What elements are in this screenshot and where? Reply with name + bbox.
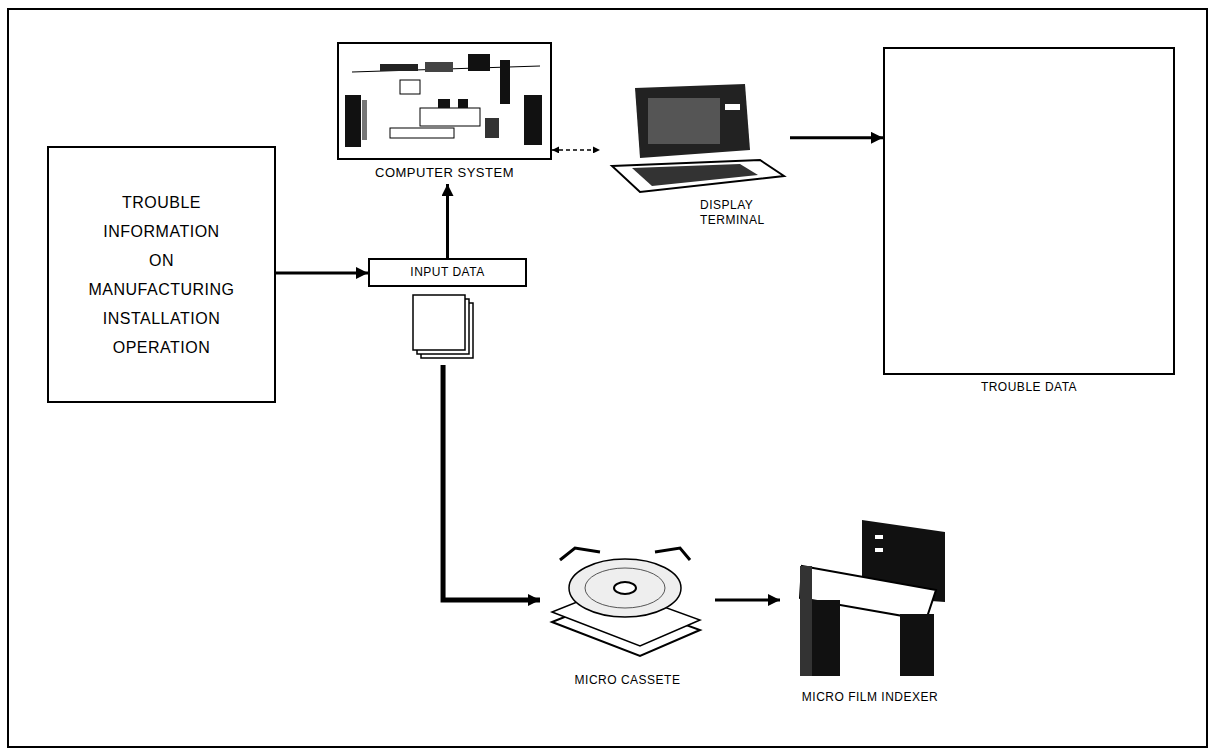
keyboard-keys: [632, 164, 758, 186]
cabinet-panel: [524, 95, 542, 145]
indexer-light: [875, 535, 883, 539]
node-label: MICRO CASSETE: [575, 673, 681, 688]
text-holder: DISPLAY TERMINAL: [700, 196, 790, 230]
keyboard-base: [612, 160, 784, 192]
monitor-body: [635, 84, 750, 158]
text-holder: TROUBLE DATA: [883, 377, 1175, 397]
cabinet-top: [380, 64, 418, 71]
box-outline: [337, 42, 552, 160]
text-holder: MICRO CASSETE: [540, 670, 715, 690]
text-holder: INPUT DATA: [368, 258, 527, 287]
display-terminal-illustration: [612, 84, 784, 192]
text-holder: COMPUTER SYSTEM: [337, 162, 552, 184]
paper-sheet: [413, 295, 465, 350]
node-label: TROUBLE DATA: [981, 380, 1077, 395]
film-ring: [585, 568, 665, 608]
cabinet-unit: [468, 54, 490, 71]
disc-hole: [614, 582, 636, 594]
display-terminal-node: DISPLAY TERMINAL: [600, 78, 790, 225]
micro-film-indexer-node: MICRO FILM INDEXER: [780, 515, 960, 705]
monitor-label: [725, 104, 740, 110]
cabinet-unit: [485, 118, 499, 138]
film-disc: [569, 559, 681, 617]
page-frame: [8, 9, 1207, 747]
desk-device: [458, 99, 468, 108]
text-holder: TROUBLE INFORMATION ON MANUFACTURING INS…: [47, 146, 276, 403]
box-outline: [47, 146, 276, 403]
flow-arrow: [276, 271, 368, 274]
indexer-side: [800, 566, 812, 676]
cabinet-side: [362, 100, 367, 140]
computer-room-illustration: [345, 54, 542, 147]
node-label: INPUT DATA: [410, 265, 484, 280]
cabinet-top: [425, 62, 453, 72]
monitor-screen: [648, 98, 720, 144]
micro-cassette-node: MICRO CASSETE: [540, 540, 715, 690]
source-box: TROUBLE INFORMATION ON MANUFACTURING INS…: [47, 146, 276, 403]
text-holder: MICRO FILM INDEXER: [780, 687, 960, 707]
cabinet-panel: [345, 95, 361, 147]
micro-film-indexer-illustration: [800, 520, 945, 676]
desk-device: [438, 99, 450, 108]
flow-arrow: [443, 365, 540, 600]
input-data-box: INPUT DATA: [368, 258, 527, 365]
node-label: MICRO FILM INDEXER: [802, 690, 938, 705]
flow-arrow: [790, 136, 883, 139]
node-label: COMPUTER SYSTEM: [375, 165, 514, 181]
indexer-leg: [900, 614, 934, 676]
micro-cassette-illustration: [552, 548, 700, 656]
flow-arrow: [446, 184, 449, 258]
console-table: [390, 128, 454, 138]
trouble-data-box: TROUBLE DATA: [883, 47, 1175, 397]
node-label: TROUBLE INFORMATION ON MANUFACTURING INS…: [88, 188, 234, 362]
cassette-corner: [560, 548, 600, 560]
desk: [420, 108, 480, 126]
paper-stack-illustration: [413, 295, 473, 358]
cassette-corner: [655, 548, 690, 560]
dashed-link: [552, 149, 600, 151]
computer-system-box: COMPUTER SYSTEM: [337, 42, 552, 184]
indexer-leg: [812, 600, 840, 676]
tall-cabinet: [500, 60, 510, 104]
box-outline: [883, 47, 1175, 375]
flow-arrow: [715, 599, 780, 602]
console-unit: [400, 80, 420, 94]
indexer-light: [875, 548, 883, 552]
node-label: DISPLAY TERMINAL: [700, 198, 765, 228]
